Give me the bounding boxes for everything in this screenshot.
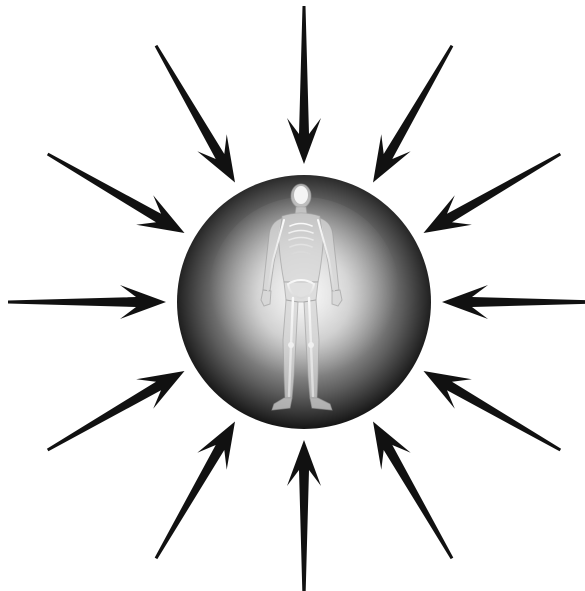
arrow-3 xyxy=(424,153,562,233)
arrow-8 xyxy=(155,422,235,560)
arrow-2 xyxy=(373,45,453,183)
arrow-12 xyxy=(155,45,235,183)
arrow-5 xyxy=(424,371,562,451)
arrow-11 xyxy=(47,153,185,233)
left-knee xyxy=(288,342,294,348)
arrow-7 xyxy=(287,440,321,591)
arrow-1 xyxy=(287,6,321,164)
left-hand xyxy=(261,290,271,306)
arrow-9 xyxy=(47,371,185,451)
arrow-6 xyxy=(373,422,453,560)
right-knee xyxy=(308,342,314,348)
arrow-10 xyxy=(8,285,166,319)
skull xyxy=(294,186,308,204)
arrow-4 xyxy=(442,285,585,319)
